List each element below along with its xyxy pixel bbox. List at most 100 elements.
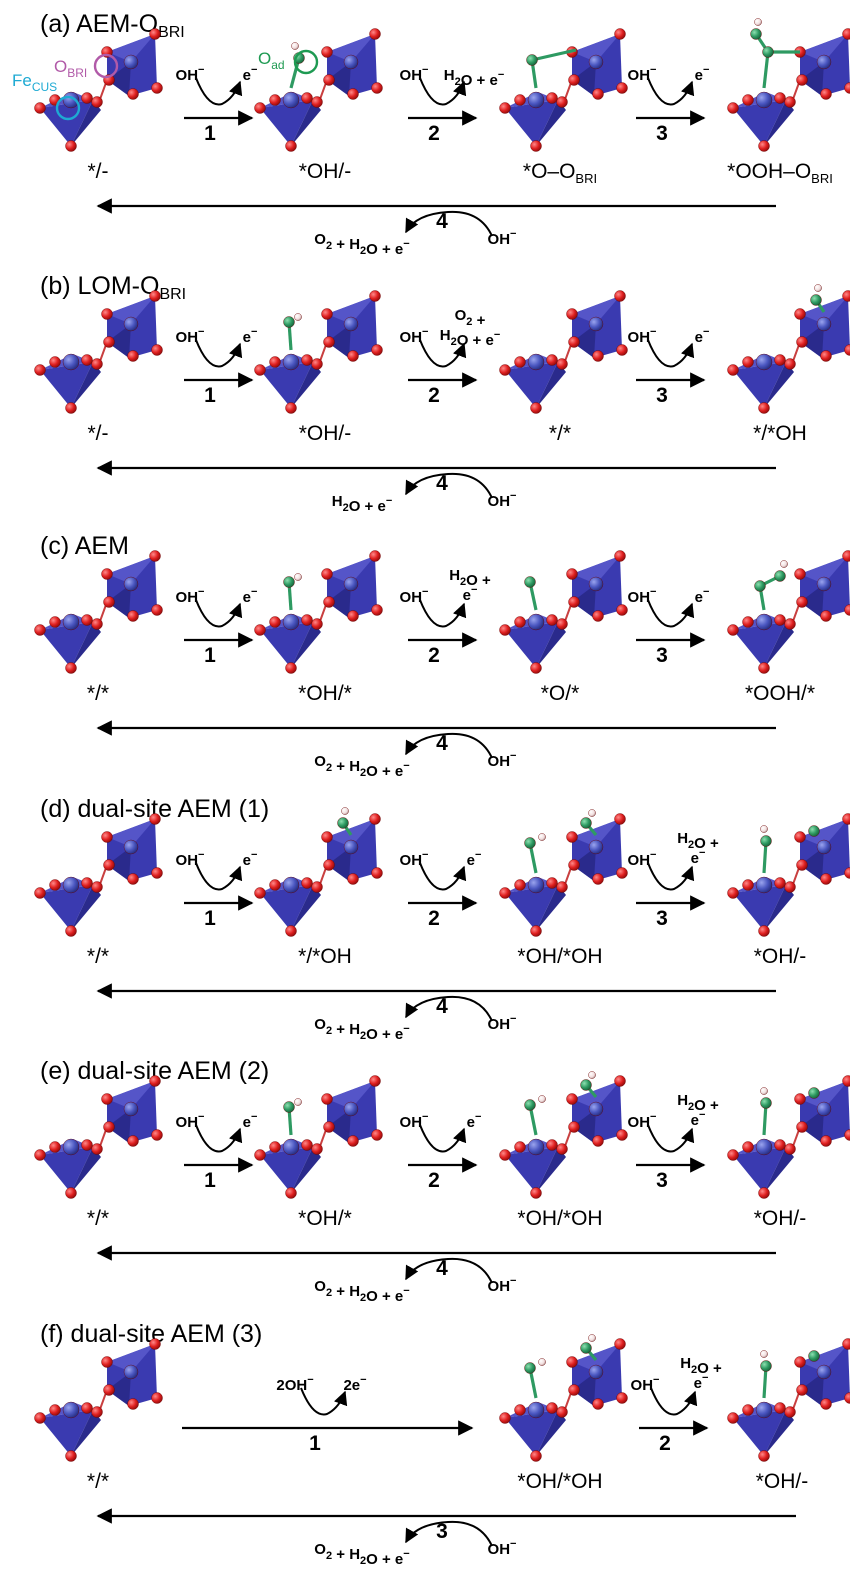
lattice-oxygen-atom — [556, 618, 568, 630]
reaction-step-3: OH−e−3 — [628, 64, 710, 145]
lattice-oxygen-atom — [727, 364, 739, 376]
lattice-oxygen-atom — [727, 887, 739, 899]
polyhedron-face — [40, 362, 93, 408]
lattice-oxygen-atom — [842, 28, 850, 40]
lattice-oxygen-atom — [149, 28, 161, 40]
lattice-oxygen-atom — [556, 1143, 568, 1155]
lattice-oxygen-atom — [614, 1338, 626, 1350]
structure-2-2 — [499, 550, 628, 674]
lattice-oxygen-atom — [151, 1129, 163, 1141]
superscript: − — [403, 1548, 409, 1560]
lattice-oxygen-atom — [727, 102, 739, 114]
subscript: 2 — [360, 767, 366, 779]
polyhedron-face — [536, 622, 566, 668]
subscript: 2 — [326, 1287, 332, 1299]
lattice-oxygen-atom — [727, 624, 739, 636]
state-label: */*OH — [298, 945, 352, 968]
polyhedron-face — [572, 324, 596, 358]
lattice-oxygen-atom — [369, 290, 381, 302]
lattice-oxygen-atom — [149, 813, 161, 825]
fe-atom — [588, 316, 604, 332]
fe-atom — [816, 316, 832, 332]
lattice-oxygen-atom — [614, 1075, 626, 1087]
lattice-oxygen-atom — [103, 1121, 115, 1133]
polyhedron-face — [764, 100, 794, 146]
step-number: 4 — [436, 472, 448, 495]
curved-arrow — [195, 339, 243, 368]
lattice-oxygen-atom — [91, 1143, 103, 1155]
polyhedron-face — [572, 847, 596, 881]
superscript: − — [510, 1275, 516, 1287]
subscript: 2 — [360, 245, 366, 257]
lattice-oxygen-atom — [323, 1121, 335, 1133]
polyhedron-face — [107, 819, 155, 847]
structure-2-3 — [727, 550, 850, 674]
site-ring — [55, 95, 81, 121]
adsorbed-oxygen-atom — [580, 1342, 592, 1354]
adsorbed-oxygen-atom — [526, 54, 538, 66]
state-label: *OH/- — [754, 945, 807, 968]
lattice-oxygen-atom — [269, 1141, 281, 1153]
step-number: 2 — [659, 1432, 671, 1455]
lattice-oxygen-atom — [514, 356, 526, 368]
polyhedron-face — [733, 885, 786, 931]
adsorbed-oxygen-atom — [810, 294, 822, 306]
superscript: − — [650, 849, 656, 861]
lattice-oxygen-atom — [530, 662, 542, 674]
fe-atom — [282, 353, 300, 371]
lattice-oxygen-atom — [742, 616, 754, 628]
lattice-oxygen-atom — [311, 1143, 323, 1155]
reaction-step-2: OH−e−2 — [400, 1111, 482, 1192]
polyhedron-face — [291, 100, 321, 146]
superscript: − — [510, 1538, 516, 1550]
reactant-label: OH− — [488, 750, 517, 770]
curved-arrow — [650, 1387, 698, 1416]
state-label: *O–OBRI — [523, 160, 597, 186]
curved-arrow — [405, 472, 493, 499]
lattice-oxygen-atom — [616, 344, 628, 356]
adsorbed-oxygen-atom — [774, 570, 786, 582]
product-label: H2O + — [680, 1355, 722, 1377]
hydrogen-atom — [588, 1334, 596, 1342]
lattice-oxygen-atom — [774, 877, 786, 889]
lattice-oxygen-atom — [794, 831, 806, 843]
polyhedron-face — [572, 34, 620, 62]
step-number: 4 — [436, 732, 448, 755]
lattice-oxygen-atom — [65, 662, 77, 674]
superscript: − — [494, 329, 500, 341]
lattice-oxygen-atom — [499, 1149, 511, 1161]
product-label: e− — [694, 1372, 709, 1392]
reaction-step-2: OH−H2O +e−2 — [631, 1355, 722, 1455]
lattice-oxygen-atom — [254, 1149, 266, 1161]
lattice-oxygen-atom — [103, 596, 115, 608]
curved-arrow — [647, 1124, 695, 1153]
polyhedron-face — [260, 1147, 313, 1193]
lattice-oxygen-atom — [592, 610, 604, 622]
state-label: */*OH — [753, 422, 807, 445]
structure-5-2 — [727, 1338, 850, 1462]
fe-atom — [123, 576, 139, 592]
structure-4-1 — [254, 1075, 383, 1199]
curved-arrow — [419, 599, 467, 628]
superscript: − — [198, 849, 204, 861]
reactant-label: OH− — [400, 586, 429, 606]
polyhedron-face — [800, 62, 824, 96]
step-number: 3 — [436, 1520, 448, 1543]
polyhedron-face — [71, 1410, 101, 1456]
site-label: OBRI — [54, 57, 87, 80]
fe-atom — [62, 876, 80, 894]
lattice-oxygen-atom — [514, 879, 526, 891]
step-number: 1 — [204, 1169, 216, 1192]
state-label: */* — [87, 682, 109, 705]
state-label: */- — [88, 422, 109, 445]
polyhedron-face — [572, 556, 620, 584]
lattice-oxygen-atom — [546, 1402, 558, 1414]
polyhedron-face — [107, 556, 155, 584]
product-label: O2 + H2O + e− — [314, 753, 409, 780]
lattice-oxygen-atom — [758, 925, 770, 937]
step-number: 2 — [428, 1169, 440, 1192]
lattice-oxygen-atom — [65, 140, 77, 152]
lattice-oxygen-atom — [371, 604, 383, 616]
curved-arrow — [405, 732, 493, 759]
fe-atom — [755, 1401, 773, 1419]
